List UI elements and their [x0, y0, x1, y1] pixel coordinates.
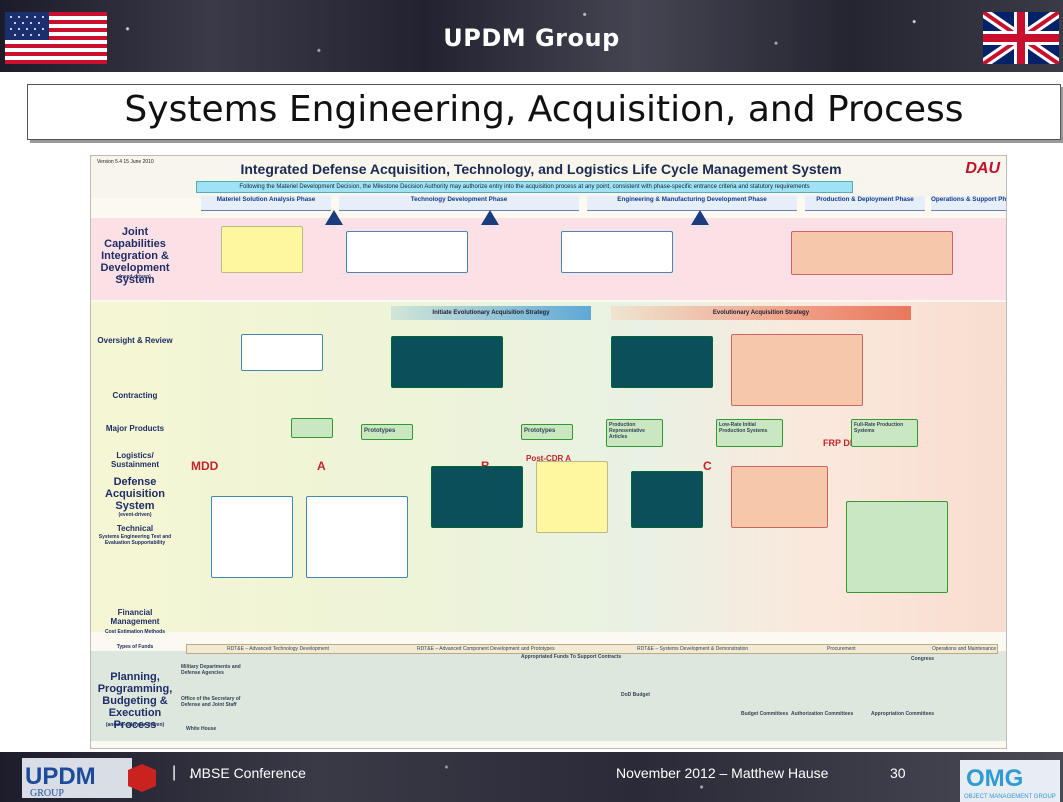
phase-production-deployment: Production & Deployment Phase — [805, 196, 925, 211]
ppbe-item: Congress — [911, 656, 935, 662]
updm-logo: UPDM GROUP — [22, 758, 156, 798]
fund-label: RDT&E – Advanced Technology Development — [227, 646, 329, 652]
milestone-mdd-label: MDD — [191, 459, 219, 473]
row-label-oversight: Oversight & Review — [97, 336, 173, 345]
phase-headers: Materiel Solution Analysis Phase Technol… — [201, 196, 1006, 214]
slide-title: Systems Engineering, Acquisition, and Pr… — [124, 89, 964, 130]
row-sub-technical: Systems Engineering Test and Evaluation … — [98, 534, 172, 546]
ppbe-band — [91, 651, 1006, 741]
slide-number: 30 — [890, 765, 906, 781]
post-cdr-label: Post-CDR A — [526, 454, 572, 463]
row-sub-das: (event-driven) — [118, 512, 152, 518]
ppbe-item: Military Departments and Defense Agencie… — [181, 664, 241, 676]
oversight-block — [241, 334, 323, 371]
phase-technology-development: Technology Development Phase — [339, 196, 579, 211]
footer-band: UPDM GROUP | MBSE Conference November 20… — [0, 752, 1063, 802]
fund-label: Operations and Maintenance — [932, 646, 997, 652]
updm-logo-text: UPDM — [25, 763, 96, 790]
technical-block — [306, 496, 408, 578]
jcids-block — [221, 226, 303, 273]
technical-block — [536, 461, 608, 533]
evolutionary-strategy-arrow: Evolutionary Acquisition Strategy — [611, 306, 911, 320]
poster-banner: Following the Materiel Development Decis… — [196, 181, 853, 193]
product-label: Prototypes — [524, 428, 556, 434]
ppbe-item: Budget Committees — [741, 711, 789, 717]
technical-block — [846, 501, 948, 593]
updm-logo-sub: GROUP — [30, 788, 64, 798]
product-box-lrip: Low-Rate Initial Production Systems — [716, 419, 783, 447]
milestone-c-marker — [691, 210, 709, 225]
omg-logo-sub: OBJECT MANAGEMENT GROUP — [964, 794, 1056, 800]
ppbe-item: DoD Budget — [621, 692, 650, 698]
technical-block — [631, 471, 703, 528]
omg-logo-text: OMG — [966, 765, 1023, 792]
technical-block — [731, 466, 828, 528]
milestone-b-marker — [481, 210, 499, 225]
row-label-types-of-funds: Types of Funds — [116, 644, 154, 650]
product-label: Full-Rate Production Systems — [854, 422, 904, 434]
oversight-block — [611, 336, 713, 388]
funds-bar: RDT&E – Advanced Technology Development … — [186, 644, 998, 654]
row-sub-ppbe: (annual-calendar-driven) — [105, 722, 165, 728]
poster-version: Version 5.4 15 June 2010 — [97, 159, 154, 165]
jcids-block — [791, 231, 953, 275]
product-box-production-representative: Production Representative Articles — [606, 419, 663, 447]
org-title: UPDM Group — [443, 24, 620, 52]
milestone-frp-label: FRP DR — [823, 438, 857, 448]
phase-materiel-solution: Materiel Solution Analysis Phase — [201, 196, 331, 211]
row-label-cost-estimation: Cost Estimation Methods — [104, 629, 165, 635]
product-box-prototypes-2: Prototypes — [521, 424, 573, 440]
product-box-frp: Full-Rate Production Systems — [851, 419, 918, 447]
row-label-contracting: Contracting — [112, 391, 158, 400]
fund-label: RDT&E – Systems Development & Demonstrat… — [637, 646, 749, 652]
us-flag-icon — [5, 12, 107, 64]
uk-flag-icon — [983, 12, 1059, 64]
product-box-material-solution — [291, 418, 333, 438]
lifecycle-chart-image: Version 5.4 15 June 2010 Integrated Defe… — [90, 155, 1007, 749]
date-author: November 2012 – Matthew Hause — [616, 765, 829, 781]
header-band — [0, 0, 1063, 72]
row-sub-jcids: (need-driven) — [119, 274, 151, 280]
fund-label: RDT&E – Advanced Component Development a… — [417, 646, 555, 652]
ppbe-item: Appropriated Funds To Support Contracts — [521, 654, 622, 660]
footer-separator: | — [172, 764, 177, 781]
conference-name: MBSE Conference — [190, 765, 306, 781]
product-label: Low-Rate Initial Production Systems — [719, 422, 768, 434]
omg-logo: OMG OBJECT MANAGEMENT GROUP — [960, 760, 1060, 802]
row-label-das: Defense Acquisition System — [105, 476, 165, 512]
product-label: Prototypes — [364, 428, 396, 434]
jcids-block — [346, 231, 468, 273]
jcids-block — [561, 231, 673, 273]
fund-label: Procurement — [827, 646, 856, 652]
milestone-a-marker — [325, 210, 343, 225]
row-label-logistics: Logistics/ Sustainment — [110, 451, 159, 469]
dau-logo: DAU — [965, 160, 1000, 177]
milestone-c-label: C — [703, 459, 712, 473]
phase-operations-support: Operations & Support Phase — [931, 196, 1006, 211]
phase-emd: Engineering & Manufacturing Development … — [587, 196, 797, 211]
ppbe-item: Appropriation Committees — [871, 711, 935, 717]
product-box-prototypes-1: Prototypes — [361, 424, 413, 440]
row-label-major-products: Major Products — [105, 424, 165, 433]
poster-title: Integrated Defense Acquisition, Technolo… — [240, 161, 842, 177]
initial-strategy-arrow: Initiate Evolutionary Acquisition Strate… — [391, 306, 591, 320]
ppbe-item: Authorization Committees — [791, 711, 854, 717]
row-label-technical: Technical — [116, 524, 154, 533]
row-label-ppbe: Planning, Programming, Budgeting & Execu… — [97, 671, 173, 731]
milestone-a-label: A — [317, 459, 326, 473]
oversight-block — [731, 334, 863, 406]
product-label: Production Representative Articles — [609, 422, 645, 440]
oversight-block — [391, 336, 503, 388]
row-label-financial: Financial Management — [110, 608, 160, 626]
row-label-jcids: Joint Capabilities Integration & Develop… — [100, 226, 170, 286]
ppbe-item: Office of the Secretary of Defense and J… — [181, 696, 241, 708]
technical-block — [431, 466, 523, 528]
technical-block — [211, 496, 293, 578]
ppbe-item: White House — [186, 726, 217, 732]
slide-title-box: Systems Engineering, Acquisition, and Pr… — [27, 84, 1061, 140]
